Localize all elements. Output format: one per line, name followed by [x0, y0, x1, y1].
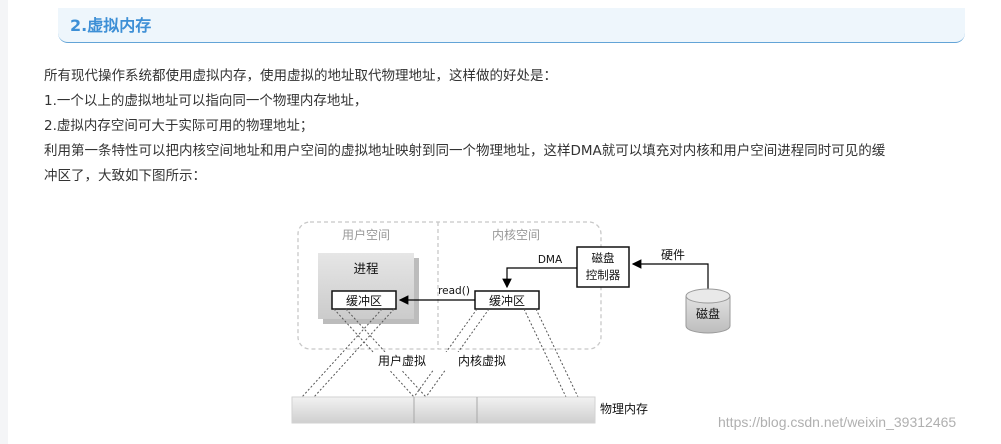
- virtual-label-backdrop: [374, 352, 510, 370]
- dma-label: DMA: [538, 254, 563, 266]
- user-space-label: 用户空间: [342, 227, 390, 242]
- paragraph-point-2: 2.虚拟内存空间可大于实际可用的物理地址；: [44, 118, 314, 134]
- disk-cylinder: [685, 296, 731, 334]
- kernel-space-label: 内核空间: [492, 228, 540, 242]
- physical-memory-label: 物理内存: [600, 402, 648, 416]
- paragraph-point-1: 1.一个以上的虚拟地址可以指向同一个物理内存地址，: [44, 93, 368, 109]
- paragraph-explanation-cont: 冲区了，大致如下图所示：: [44, 168, 206, 184]
- kernel-virtual-label: 内核虚拟: [458, 354, 506, 368]
- disk-controller-label-line2: 控制器: [586, 268, 621, 282]
- paragraph-intro: 所有现代操作系统都使用虚拟内存，使用虚拟的地址取代物理地址，这样做的好处是：: [44, 68, 557, 84]
- mapping-lines: [301, 308, 579, 398]
- section-heading: 2.虚拟内存: [58, 8, 965, 43]
- user-buffer-label: 缓冲区: [346, 293, 382, 308]
- kernel-buffer-label: 缓冲区: [489, 293, 525, 308]
- process-label: 进程: [353, 261, 379, 276]
- section-title: 2.虚拟内存: [70, 16, 152, 35]
- user-buffer-box: [331, 290, 397, 310]
- dma-arrow: [502, 267, 577, 289]
- physical-memory-bar: [291, 396, 596, 424]
- user-virtual-label: 用户虚拟: [378, 353, 426, 368]
- read-call-label: read(): [438, 285, 470, 297]
- hardware-arrow: [631, 259, 709, 289]
- paragraph-explanation: 利用第一条特性可以把内核空间地址和用户空间的虚拟地址映射到同一个物理地址，这样D…: [44, 143, 886, 159]
- watermark-url: https://blog.csdn.net/weixin_39312465: [718, 414, 957, 430]
- disk-controller-box: [576, 246, 630, 288]
- disk-label: 磁盘: [696, 306, 720, 321]
- hardware-label: 硬件: [661, 248, 685, 262]
- disk-controller-label-line1: 磁盘: [592, 251, 615, 265]
- disk-cylinder-top: [685, 288, 731, 304]
